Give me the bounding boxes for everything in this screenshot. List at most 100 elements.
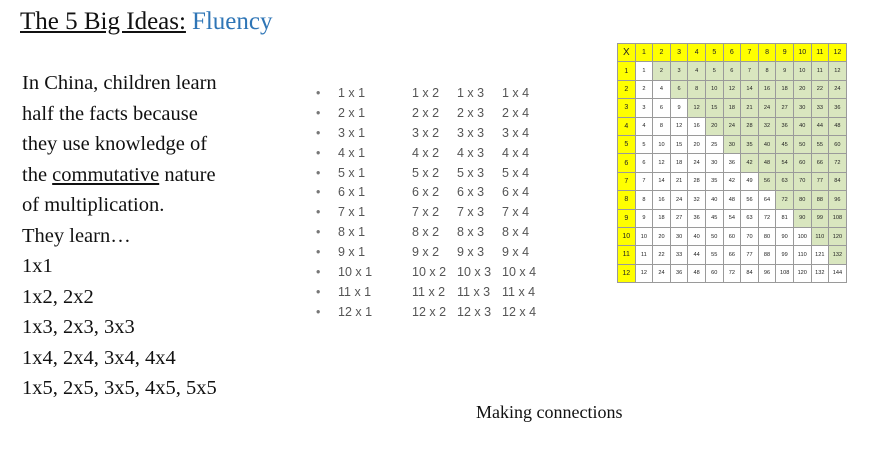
grid-cell: 96 <box>828 190 847 210</box>
grid-cell: 54 <box>775 153 794 173</box>
grid-cell: 20 <box>687 134 706 155</box>
grid-cell: 72 <box>828 153 847 173</box>
fact-item: 8 x 2 <box>412 225 440 240</box>
grid-cell: 42 <box>722 171 742 192</box>
grid-cell: 60 <box>704 263 724 284</box>
grid-cell: 110 <box>810 226 830 247</box>
grid-cell: 35 <box>740 134 759 155</box>
grid-cell: 72 <box>722 263 742 284</box>
fact-item: 9 x 3 <box>457 245 485 260</box>
fact-item: 5 x 4 <box>502 165 530 180</box>
grid-column-header: 8 <box>757 42 777 63</box>
fact-item: 5 x 1 <box>338 165 366 180</box>
title-main: The 5 Big Ideas: <box>20 8 186 35</box>
grid-cell: 36 <box>669 263 689 284</box>
fact-item: 2 x 4 <box>502 105 530 120</box>
grid-cell: 48 <box>828 116 847 136</box>
grid-cell: 35 <box>704 171 724 192</box>
fact-item: 4 x 2 <box>412 145 440 160</box>
grid-column-header: 1 <box>634 42 654 63</box>
fact-item: 8 x 3 <box>457 225 485 240</box>
grid-cell: 48 <box>687 263 706 284</box>
grid-cell: 81 <box>775 208 794 228</box>
body-text: In China, children learn half the facts … <box>22 68 292 404</box>
grid-cell: 24 <box>669 190 689 210</box>
grid-cell: 36 <box>687 208 706 228</box>
fact-item: 8 x 4 <box>502 225 530 240</box>
grid-cell: 16 <box>652 190 671 210</box>
fact-item: 2 x 1 <box>338 105 366 120</box>
fact-item: 10 x 1 <box>338 265 373 280</box>
grid-cell: 40 <box>704 190 724 210</box>
grid-cell: 12 <box>828 61 847 81</box>
grid-cell: 2 <box>634 79 654 100</box>
grid-cell: 4 <box>634 116 654 136</box>
fact-item: 7 x 3 <box>457 205 485 220</box>
fact-item: 12 x 4 <box>502 304 537 319</box>
grid-cell: 24 <box>687 153 706 173</box>
grid-cell: 99 <box>775 245 794 265</box>
fact-item: 4 x 4 <box>502 145 530 160</box>
grid-cell: 15 <box>704 98 724 118</box>
slide-title: The 5 Big Ideas:Fluency <box>20 8 272 36</box>
grid-row-header: 11 <box>617 245 636 265</box>
fact-item: 11 x 4 <box>502 284 536 299</box>
grid-cell: 70 <box>740 226 759 247</box>
grid-cell: 24 <box>722 116 742 136</box>
grid-row-header: 4 <box>617 116 636 136</box>
grid-cell: 44 <box>687 245 706 265</box>
grid-row-header: 3 <box>617 98 636 118</box>
grid-cell: 8 <box>652 116 671 136</box>
fact-item: 11 x 1 <box>338 284 372 299</box>
grid-cell: 12 <box>652 153 671 173</box>
grid-cell: 9 <box>634 208 654 228</box>
grid-cell: 44 <box>810 116 830 136</box>
bullet-icon: • <box>316 205 321 220</box>
grid-cell: 30 <box>669 226 689 247</box>
body-line: In China, children learn <box>22 72 217 94</box>
body-line: 1x2, 2x2 <box>22 285 94 308</box>
grid-cell: 36 <box>722 153 742 173</box>
grid-cell: 90 <box>792 208 812 228</box>
grid-cell: 60 <box>828 134 847 155</box>
grid-column-header: 3 <box>669 42 689 63</box>
grid-cell: 96 <box>757 263 777 284</box>
fact-item: 6 x 4 <box>502 185 530 200</box>
grid-cell: 21 <box>740 98 759 118</box>
grid-cell: 11 <box>634 245 654 265</box>
grid-corner-cell: X <box>617 42 636 63</box>
grid-cell: 63 <box>775 171 794 192</box>
grid-cell: 32 <box>757 116 777 136</box>
grid-column-header: 2 <box>652 42 671 63</box>
grid-cell: 120 <box>828 226 847 247</box>
grid-cell: 55 <box>810 134 830 155</box>
body-line-commutative: the commutative nature <box>22 163 216 186</box>
fact-item: 1 x 3 <box>457 86 485 100</box>
grid-cell: 10 <box>652 134 671 155</box>
grid-cell: 10 <box>704 79 724 100</box>
fact-item: 2 x 2 <box>412 105 440 120</box>
grid-cell: 8 <box>757 61 777 81</box>
grid-row-header: 12 <box>617 263 636 284</box>
grid-column-header: 5 <box>704 42 724 63</box>
fact-item: 7 x 1 <box>338 205 366 220</box>
bullet-icon: • <box>316 185 321 200</box>
grid-cell: 40 <box>687 226 706 247</box>
grid-cell: 8 <box>634 190 654 210</box>
fact-item: 4 x 1 <box>338 145 366 160</box>
grid-cell: 110 <box>792 245 812 265</box>
body-line: They learn… <box>22 224 131 247</box>
fact-item: 11 x 3 <box>457 284 491 299</box>
grid-column-header: 6 <box>722 42 742 63</box>
grid-cell: 6 <box>722 61 742 81</box>
grid-cell: 30 <box>722 134 742 155</box>
fact-item: 9 x 1 <box>338 245 366 260</box>
grid-cell: 36 <box>828 98 847 118</box>
grid-cell: 50 <box>792 134 812 155</box>
grid-cell: 3 <box>669 61 689 81</box>
grid-cell: 20 <box>652 226 671 247</box>
